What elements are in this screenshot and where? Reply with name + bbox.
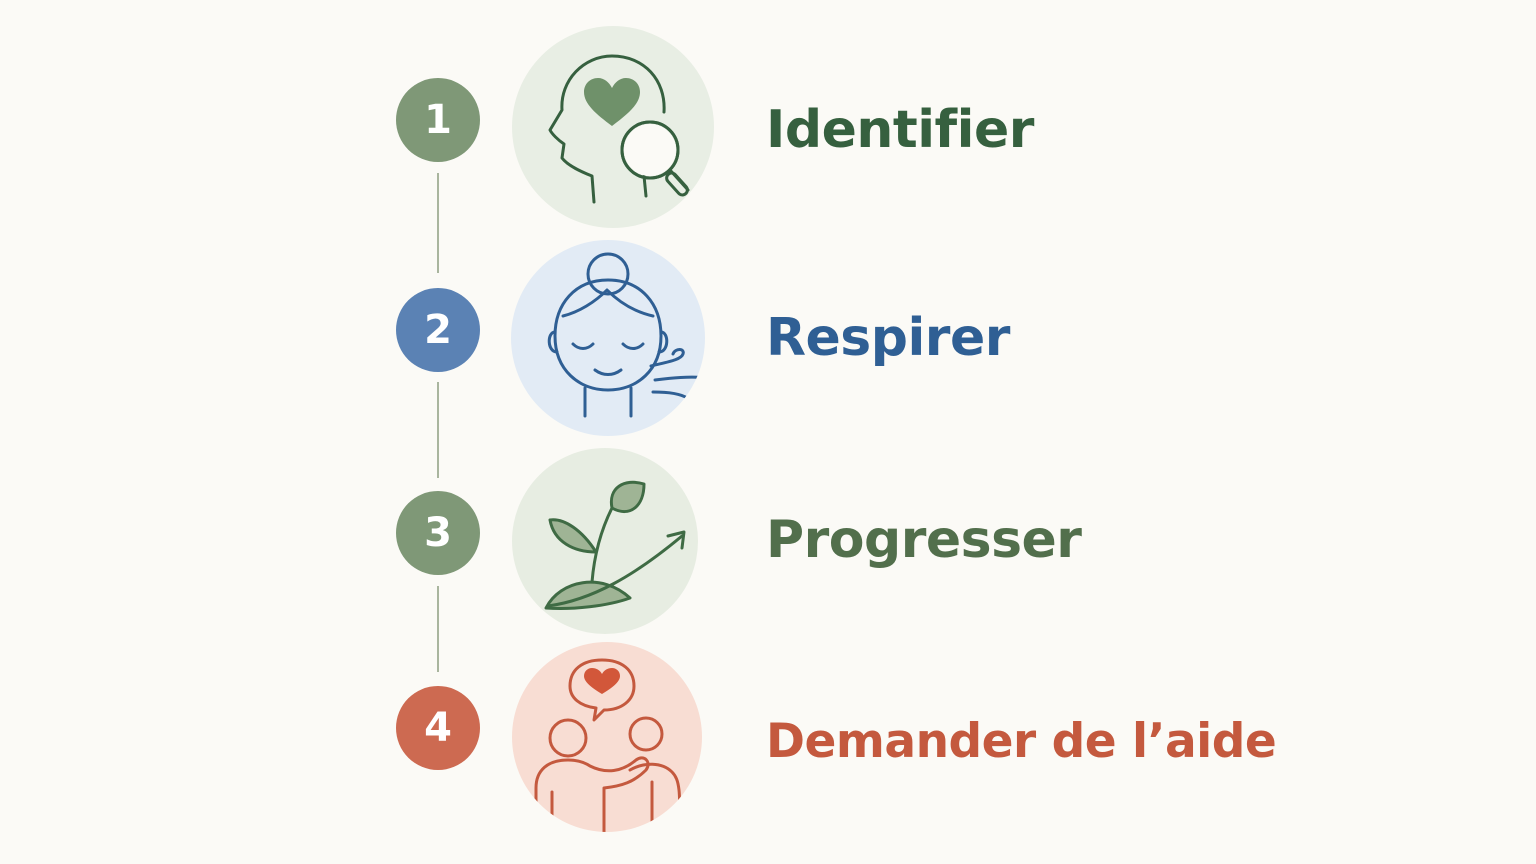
step-illustration-3 <box>512 448 698 634</box>
head-heart-magnifier-icon <box>548 54 690 204</box>
step-label-4: Demander de l’aide <box>766 714 1277 769</box>
step-number-2: 2 <box>396 288 480 372</box>
people-support-icon <box>534 658 682 832</box>
step-illustration-4 <box>512 642 702 832</box>
sprout-growth-icon <box>544 480 686 610</box>
connector-line-1 <box>437 173 439 273</box>
step-number-1: 1 <box>396 78 480 162</box>
step-number-4: 4 <box>396 686 480 770</box>
step-illustration-1 <box>512 26 714 228</box>
breathing-face-icon <box>547 252 705 418</box>
step-label-1: Identifier <box>766 100 1034 160</box>
connector-line-3 <box>437 586 439 672</box>
step-number-3: 3 <box>396 491 480 575</box>
connector-line-2 <box>437 382 439 478</box>
step-label-2: Respirer <box>766 308 1010 368</box>
step-illustration-2 <box>511 240 705 436</box>
step-label-3: Progresser <box>766 510 1082 570</box>
